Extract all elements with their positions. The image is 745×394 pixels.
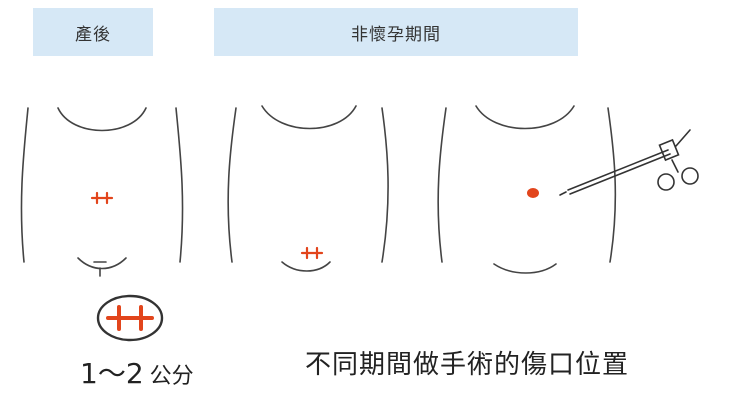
torso-postpartum [20,107,184,277]
torso-non-pregnant-scope [437,105,617,274]
incision-size-unit: 公分 [149,364,194,389]
surgical-instrument-icon [559,129,699,196]
diagram-caption: 不同期間做手術的傷口位置 [305,350,630,380]
incision-mark-icon [300,246,324,260]
non-pregnant-label-text: 非懷孕期間 [351,24,441,45]
incision-mark-icon [90,191,114,205]
postpartum-label: 產後 [33,8,153,56]
torso-non-pregnant-low [227,105,389,272]
postpartum-label-text: 產後 [75,24,111,45]
incision-mark-icon [527,188,539,198]
incision-size-value: 1～2 [80,357,144,390]
non-pregnant-label: 非懷孕期間 [214,8,578,56]
incision-legend-icon [96,294,164,342]
